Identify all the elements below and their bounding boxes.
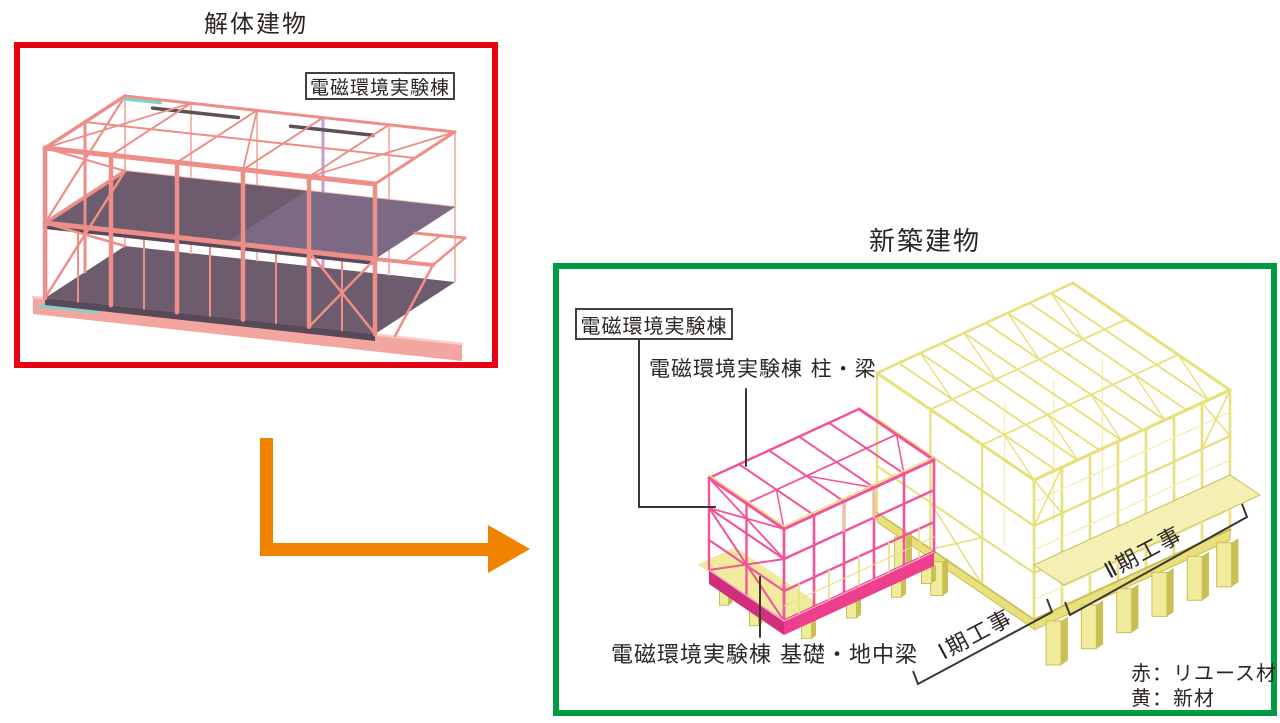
phase1-label: Ⅰ期工事 <box>935 605 1018 665</box>
demolition-building-model <box>31 94 467 361</box>
columns-beams-annotation: 電磁環境実験棟 柱・梁 <box>649 357 877 381</box>
demolition-building-tag: 電磁環境実験棟 <box>305 72 455 100</box>
legend-red-reuse: 赤：リユース材 <box>1131 661 1277 685</box>
demolition-panel: 電磁環境実験棟 <box>14 42 498 368</box>
demolition-title: 解体建物 <box>204 10 308 38</box>
legend-yellow-new: 黄：新材 <box>1131 686 1215 710</box>
transfer-arrow-icon <box>260 438 530 573</box>
new-construction-title: 新築建物 <box>868 227 981 257</box>
foundation-annotation: 電磁環境実験棟 基礎・地中梁 <box>611 643 918 668</box>
material-legend: 赤：リユース材 黄：新材 <box>1131 661 1277 711</box>
new-building-tag: 電磁環境実験棟 <box>575 308 733 340</box>
